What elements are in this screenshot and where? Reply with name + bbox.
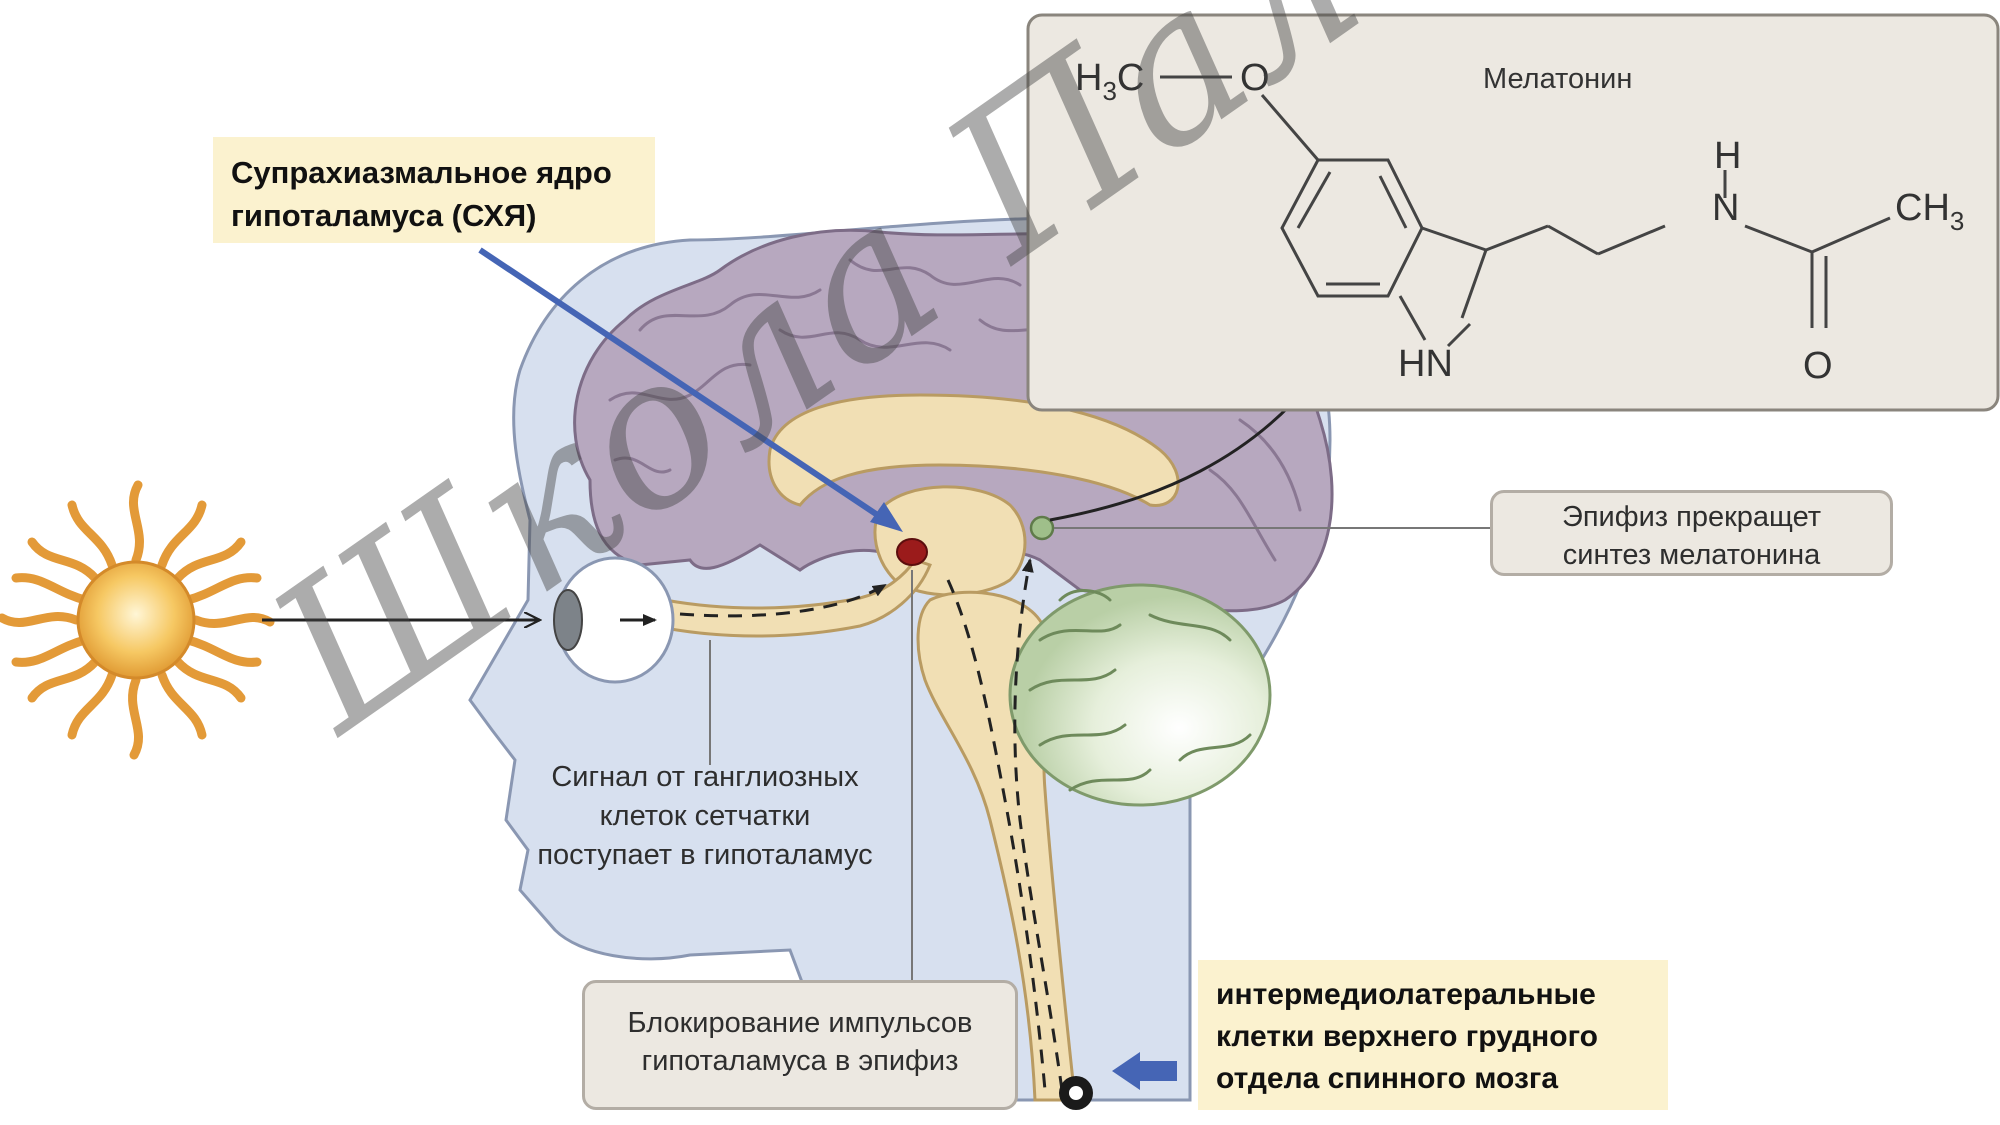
scn-callout: Супрахиазмальное ядро гипоталамуса (СХЯ) bbox=[213, 137, 655, 243]
block-callout-line2: гипоталамуса в эпифиз bbox=[641, 1044, 959, 1077]
corpus-callosum bbox=[767, 393, 1180, 507]
eye bbox=[553, 556, 675, 684]
spinal-callout-line3: отдела спинного мозга bbox=[1216, 1062, 1559, 1095]
pineal-gland bbox=[1029, 515, 1055, 541]
atom-ch3: CH3 bbox=[1895, 187, 1964, 236]
atom-h3c: H3C bbox=[1075, 57, 1144, 106]
atom-hn-ring: HN bbox=[1398, 343, 1453, 385]
block-callout-line1: Блокирование импульсов bbox=[627, 1007, 973, 1039]
block-callout: Блокирование импульсов гипоталамуса в эп… bbox=[582, 980, 1018, 1110]
neural-pathway bbox=[679, 558, 1064, 1091]
atom-n-amide: N bbox=[1712, 187, 1739, 229]
spinal-cells-callout: интермедиолатеральные клетки верхнего гр… bbox=[1198, 960, 1668, 1110]
scn-callout-line1: Супрахиазмальное ядро bbox=[231, 155, 612, 190]
atom-h-amide: H bbox=[1714, 135, 1741, 177]
pineal-callout: Эпифиз прекращет синтез мелатонина bbox=[1490, 490, 1893, 576]
melatonin-panel bbox=[1026, 13, 2000, 412]
pineal-callout-line1: Эпифиз прекращет bbox=[1561, 501, 1822, 533]
retina-label-line2: клеток сетчатки bbox=[599, 800, 811, 833]
scn-nucleus bbox=[896, 538, 928, 566]
pineal-callout-line2: синтез мелатонина bbox=[1562, 538, 1821, 571]
cerebellum-folia bbox=[1028, 589, 1252, 792]
melatonin-structure bbox=[1160, 75, 1891, 348]
retina-signal-label: Сигнал от ганглиозных клеток сетчатки по… bbox=[505, 758, 905, 875]
atom-o-methoxy: O bbox=[1240, 57, 1270, 99]
atom-o-carbonyl: O bbox=[1803, 345, 1833, 387]
spinal-segment-marker bbox=[1059, 1076, 1093, 1110]
cerebellum bbox=[1008, 583, 1272, 807]
spinal-callout-line1: интермедиолатеральные bbox=[1216, 978, 1596, 1011]
scn-callout-line2: гипоталамуса (СХЯ) bbox=[231, 198, 537, 234]
scn-pointer-arrow bbox=[478, 247, 903, 532]
molecule-name: Мелатонин bbox=[1483, 63, 1632, 95]
spinal-callout-line2: клетки верхнего грудного bbox=[1216, 1020, 1599, 1053]
retina-label-line3: поступает в гипоталамус bbox=[537, 839, 873, 872]
leader-lines bbox=[709, 527, 1490, 980]
retina-label-line1: Сигнал от ганглиозных bbox=[551, 761, 859, 793]
spinal-pointer-arrow bbox=[1112, 1052, 1177, 1090]
sun-icon bbox=[0, 480, 275, 760]
